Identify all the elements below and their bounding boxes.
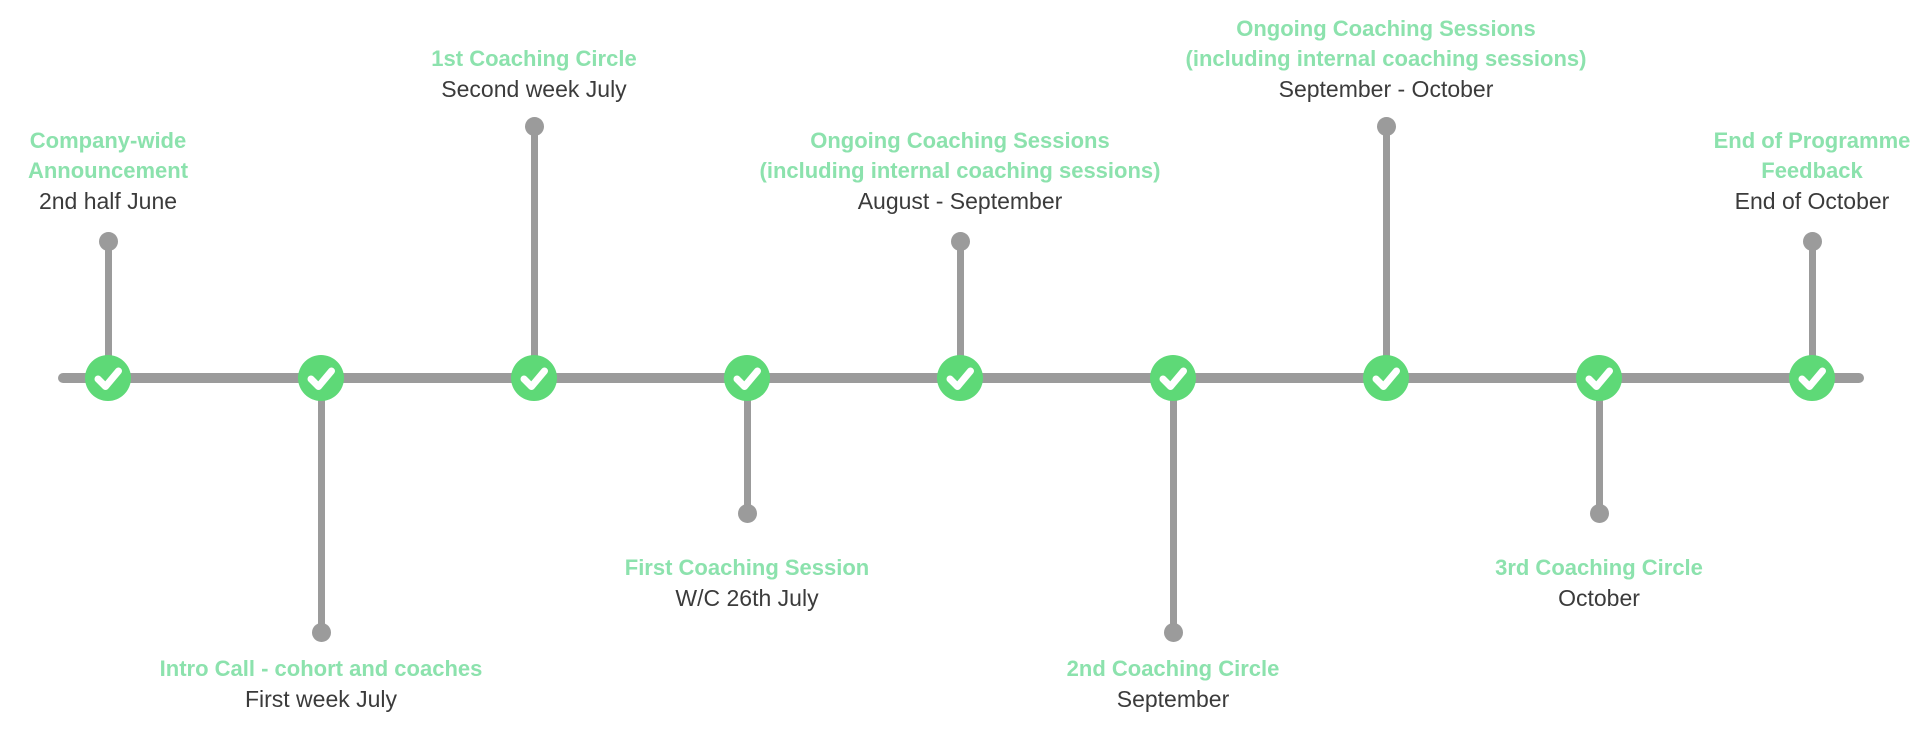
milestone-title-line: End of Programme xyxy=(1713,128,1911,153)
milestone-title: 2nd Coaching Circle xyxy=(943,654,1403,684)
connector-dot xyxy=(98,232,118,251)
milestone-node xyxy=(1150,355,1196,401)
milestone-node xyxy=(298,355,344,401)
milestone-label: 1st Coaching Circle Second week July xyxy=(304,44,764,104)
milestone-title-line: Feedback xyxy=(1761,158,1863,183)
milestone-label: Ongoing Coaching Sessions (including int… xyxy=(730,126,1190,216)
connector-stem xyxy=(104,241,112,381)
milestone-title-line: (including internal coaching sessions) xyxy=(1185,46,1587,71)
milestone-date: August - September xyxy=(857,188,1063,214)
connector-dot xyxy=(1163,623,1183,642)
check-icon xyxy=(946,367,974,390)
check-icon xyxy=(1159,367,1187,390)
check-icon xyxy=(520,367,548,390)
milestone-label: Ongoing Coaching Sessions (including int… xyxy=(1156,14,1616,104)
milestone-node xyxy=(724,355,770,401)
milestone-label: 2nd Coaching Circle September xyxy=(943,654,1403,714)
connector-stem xyxy=(743,375,751,513)
connector-stem xyxy=(317,375,325,632)
milestone-title: End of Programme Feedback xyxy=(1582,126,1920,186)
milestone-label: Company-wide Announcement 2nd half June xyxy=(0,126,338,216)
connector-stem xyxy=(1808,241,1816,381)
milestone-title-line: Intro Call - cohort and coaches xyxy=(159,656,483,681)
milestone-title-line: 1st Coaching Circle xyxy=(431,46,637,71)
milestone-date: Second week July xyxy=(441,76,627,102)
milestone-title: 1st Coaching Circle xyxy=(304,44,764,74)
milestone-date: September xyxy=(1116,686,1230,712)
connector-dot xyxy=(1802,232,1822,251)
milestone-title-line: Company-wide xyxy=(29,128,187,153)
milestone-node xyxy=(1576,355,1622,401)
check-icon xyxy=(733,367,761,390)
connector-stem xyxy=(1382,126,1390,381)
connector-stem xyxy=(1595,375,1603,513)
milestone-label: Intro Call - cohort and coaches First we… xyxy=(91,654,551,714)
milestone-node xyxy=(937,355,983,401)
connector-stem xyxy=(530,126,538,381)
milestone-title: 3rd Coaching Circle xyxy=(1369,553,1829,583)
connector-dot xyxy=(737,504,757,523)
milestone-title: Intro Call - cohort and coaches xyxy=(91,654,551,684)
milestone-title: Ongoing Coaching Sessions (including int… xyxy=(730,126,1190,186)
check-icon xyxy=(94,367,122,390)
milestone-date: W/C 26th July xyxy=(675,585,819,611)
milestone-date: End of October xyxy=(1734,188,1890,214)
connector-stem xyxy=(1169,375,1177,632)
milestone-title-line: 3rd Coaching Circle xyxy=(1495,555,1703,580)
milestone-node xyxy=(511,355,557,401)
milestone-title-line: Announcement xyxy=(27,158,189,183)
milestone-title-line: (including internal coaching sessions) xyxy=(759,158,1161,183)
milestone-label: 3rd Coaching Circle October xyxy=(1369,553,1829,613)
milestone-node xyxy=(85,355,131,401)
milestone-date: September - October xyxy=(1278,76,1494,102)
milestone-date: First week July xyxy=(244,686,398,712)
milestone-date: 2nd half June xyxy=(38,188,178,214)
connector-dot xyxy=(524,117,544,136)
connector-dot xyxy=(311,623,331,642)
milestone-node xyxy=(1363,355,1409,401)
milestone-title-line: 2nd Coaching Circle xyxy=(1066,656,1280,681)
connector-dot xyxy=(1589,504,1609,523)
milestone-title-line: Ongoing Coaching Sessions xyxy=(1236,16,1536,41)
check-icon xyxy=(1798,367,1826,390)
milestone-date: October xyxy=(1558,585,1640,611)
connector-dot xyxy=(1376,117,1396,136)
milestone-title-line: First Coaching Session xyxy=(624,555,870,580)
check-icon xyxy=(307,367,335,390)
milestone-title: Company-wide Announcement xyxy=(0,126,338,186)
milestone-title: Ongoing Coaching Sessions (including int… xyxy=(1156,14,1616,74)
milestone-label: First Coaching Session W/C 26th July xyxy=(517,553,977,613)
check-icon xyxy=(1372,367,1400,390)
connector-stem xyxy=(956,241,964,381)
milestone-label: End of Programme Feedback End of October xyxy=(1582,126,1920,216)
milestone-title: First Coaching Session xyxy=(517,553,977,583)
check-icon xyxy=(1585,367,1613,390)
connector-dot xyxy=(950,232,970,251)
milestone-node xyxy=(1789,355,1835,401)
milestone-title-line: Ongoing Coaching Sessions xyxy=(810,128,1110,153)
